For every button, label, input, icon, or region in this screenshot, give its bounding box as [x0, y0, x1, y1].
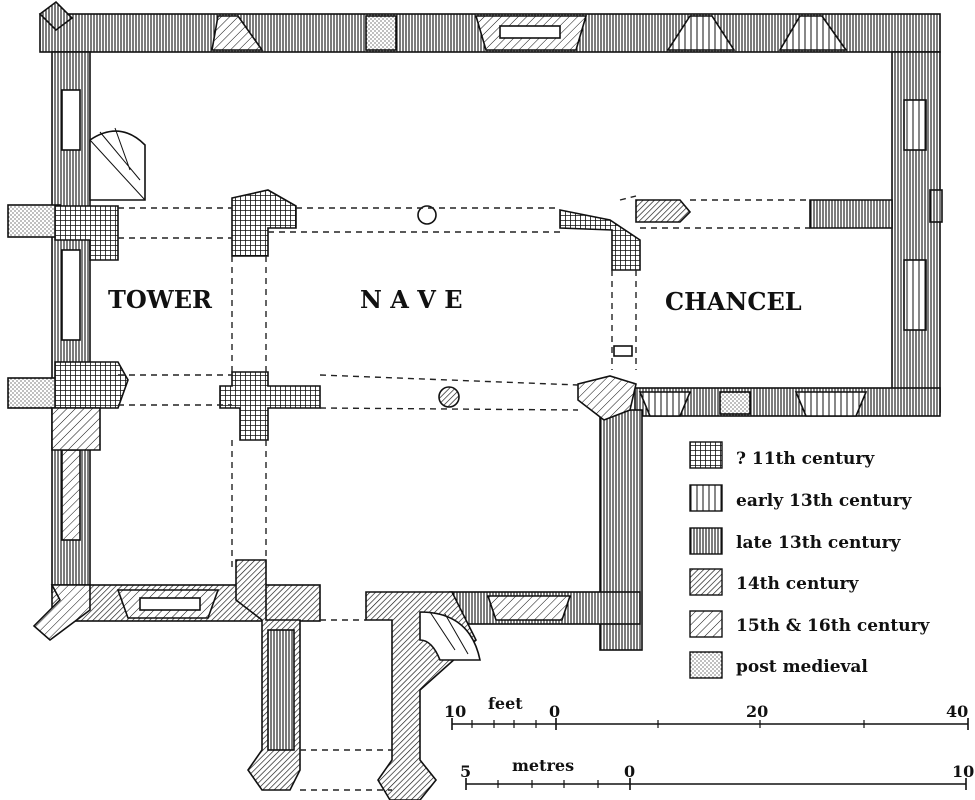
pier-nave-north [417, 205, 437, 225]
legend-item: late 13th century [689, 527, 902, 555]
piers [51, 189, 893, 451]
room-label-chancel: CHANCEL [665, 287, 802, 316]
legend-swatch-11th [689, 441, 723, 469]
pier-arch-sw [219, 371, 321, 441]
south-windows [116, 391, 868, 621]
legend-label: post medieval [736, 657, 868, 677]
scale-tick-label: 10 [444, 702, 466, 721]
nw-buttress [38, 0, 74, 32]
scale-unit-feet: feet [488, 694, 523, 713]
legend-swatch-early-13th [689, 484, 723, 512]
legend: ? 11th century early 13th century late 1… [689, 441, 931, 679]
pier-arch-nw [231, 189, 297, 257]
legend-item: 15th & 16th century [689, 610, 931, 638]
scale-tick-label: 0 [624, 762, 635, 781]
legend-item: 14th century [689, 568, 859, 596]
scale-tick-label: 5 [460, 762, 471, 781]
east-windows [903, 99, 927, 331]
legend-item: post medieval [689, 651, 868, 679]
tower-buttress-north [7, 204, 61, 238]
pier-tower-south [54, 361, 129, 409]
legend-swatch-14th [689, 568, 723, 596]
arcade-lines [118, 195, 810, 791]
scale-tick-label: 10 [952, 762, 974, 781]
pier-tower-north [54, 205, 119, 261]
scale-tick-label: 0 [549, 702, 560, 721]
scale-bar-feet: feet 10 0 20 40 [444, 694, 969, 730]
legend-swatch-late-13th [689, 527, 723, 555]
legend-swatch-15th-16th [689, 610, 723, 638]
room-label-tower: TOWER [108, 285, 213, 314]
east-buttress [929, 189, 943, 223]
sw-buttress [32, 584, 91, 642]
legend-swatch-post-medieval [689, 651, 723, 679]
legend-label: ? 11th century [736, 449, 875, 469]
west-windows [61, 89, 81, 541]
tower-stair [89, 127, 146, 201]
pier-nave-south [438, 386, 460, 408]
scale-tick-label: 20 [746, 702, 768, 721]
pier-chancel-arch-north [559, 209, 641, 271]
tower-buttress-south [7, 377, 61, 409]
legend-item: ? 11th century [689, 441, 875, 469]
legend-label: 15th & 16th century [736, 616, 931, 636]
north-windows [211, 15, 848, 51]
scale-bar-metres: metres 5 0 10 [460, 756, 974, 790]
scale-tick-label: 40 [946, 702, 968, 721]
pier-chancel-north [635, 199, 692, 223]
pier-chancel-east [809, 199, 893, 229]
legend-label: 14th century [736, 574, 859, 594]
legend-label: late 13th century [736, 533, 902, 553]
scale-unit-metres: metres [512, 756, 574, 775]
east-wall [891, 51, 941, 413]
porch [235, 559, 481, 800]
pier-chancel-arch-south [577, 375, 637, 421]
legend-item: early 13th century [689, 484, 913, 512]
legend-label: early 13th century [736, 491, 913, 511]
room-label-nave: N A V E [360, 285, 463, 314]
